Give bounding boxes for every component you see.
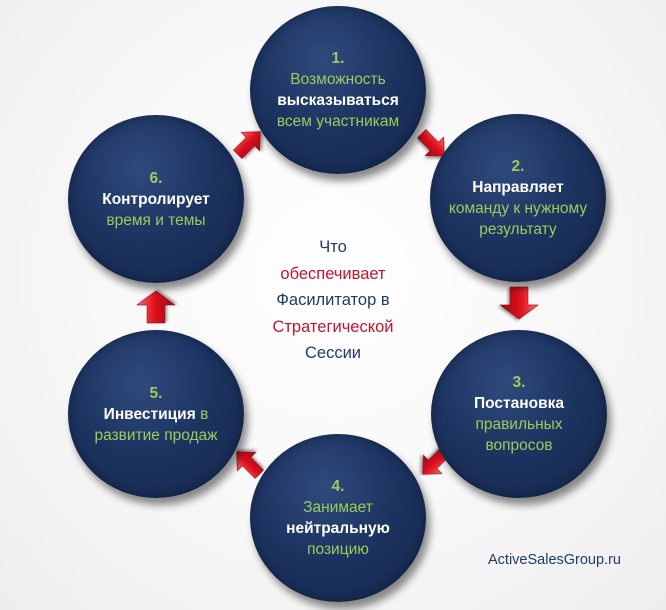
node-5-bold: Инвестиция [103, 405, 196, 423]
arrow-1-to-2 [417, 129, 445, 157]
arrow-6-to-1 [233, 131, 261, 159]
center-line-3: Фасилитатор в [276, 291, 390, 309]
node-4-post: позицию [307, 541, 369, 558]
center-line-1: Что [319, 238, 347, 256]
node-6-number: 6. [149, 169, 163, 187]
node-6-controls-time: 6. Контролирует время и темы [68, 115, 244, 283]
node-3-post: правильных вопросов [475, 416, 563, 454]
node-5-sales-investment: 5. Инвестиция в развитие продаж [68, 330, 244, 498]
node-5-post: в развитие продаж [94, 405, 218, 444]
node-2-directs-team: 2. Направляет команду к нужному результа… [430, 114, 606, 282]
center-line-5: Сессии [304, 344, 362, 362]
node-1-bold: высказываться [277, 92, 399, 109]
node-2-number: 2. [511, 158, 525, 175]
node-3-text: 3. Постановка правильных вопросов [447, 372, 591, 456]
node-3-number: 3. [512, 374, 526, 391]
node-1-post: всем участникам [276, 113, 400, 130]
arrow-4-to-5 [236, 451, 264, 479]
center-line-4: Стратегической [272, 317, 394, 336]
node-2-bold: Направляет [472, 179, 564, 196]
node-6-post: время и темы [106, 211, 206, 229]
arrow-5-to-6 [136, 290, 176, 324]
center-question: Что обеспечивает Фасилитатор в Стратегич… [258, 234, 408, 367]
node-1-pre: Возможность [290, 71, 386, 88]
node-5-text: 5. Инвестиция в развитие продаж [84, 383, 228, 446]
site-watermark: ActiveSalesGroup.ru [488, 552, 621, 568]
node-5-number: 5. [149, 384, 163, 402]
arrow-2-to-3 [499, 286, 539, 320]
node-4-pre: Занимает [303, 499, 373, 516]
node-1-text: 1. Возможность высказываться всем участн… [277, 48, 399, 132]
node-4-bold: нейтральную [286, 520, 390, 537]
node-4-text: 4. Занимает нейтральную позицию [286, 476, 390, 560]
node-3-bold: Постановка [474, 395, 564, 412]
node-2-post: команду к нужному результату [448, 200, 588, 238]
node-3-asking-questions: 3. Постановка правильных вопросов [431, 330, 607, 498]
node-4-neutral-position: 4. Занимает нейтральную позицию [250, 434, 426, 602]
node-2-text: 2. Направляет команду к нужному результа… [446, 156, 590, 240]
node-6-bold: Контролирует [102, 190, 210, 208]
node-6-text: 6. Контролирует время и темы [102, 168, 210, 231]
node-4-number: 4. [331, 478, 345, 495]
center-line-2: обеспечивает [280, 264, 386, 283]
node-1-speak-opportunity: 1. Возможность высказываться всем участн… [250, 6, 426, 174]
node-1-number: 1. [331, 50, 345, 67]
